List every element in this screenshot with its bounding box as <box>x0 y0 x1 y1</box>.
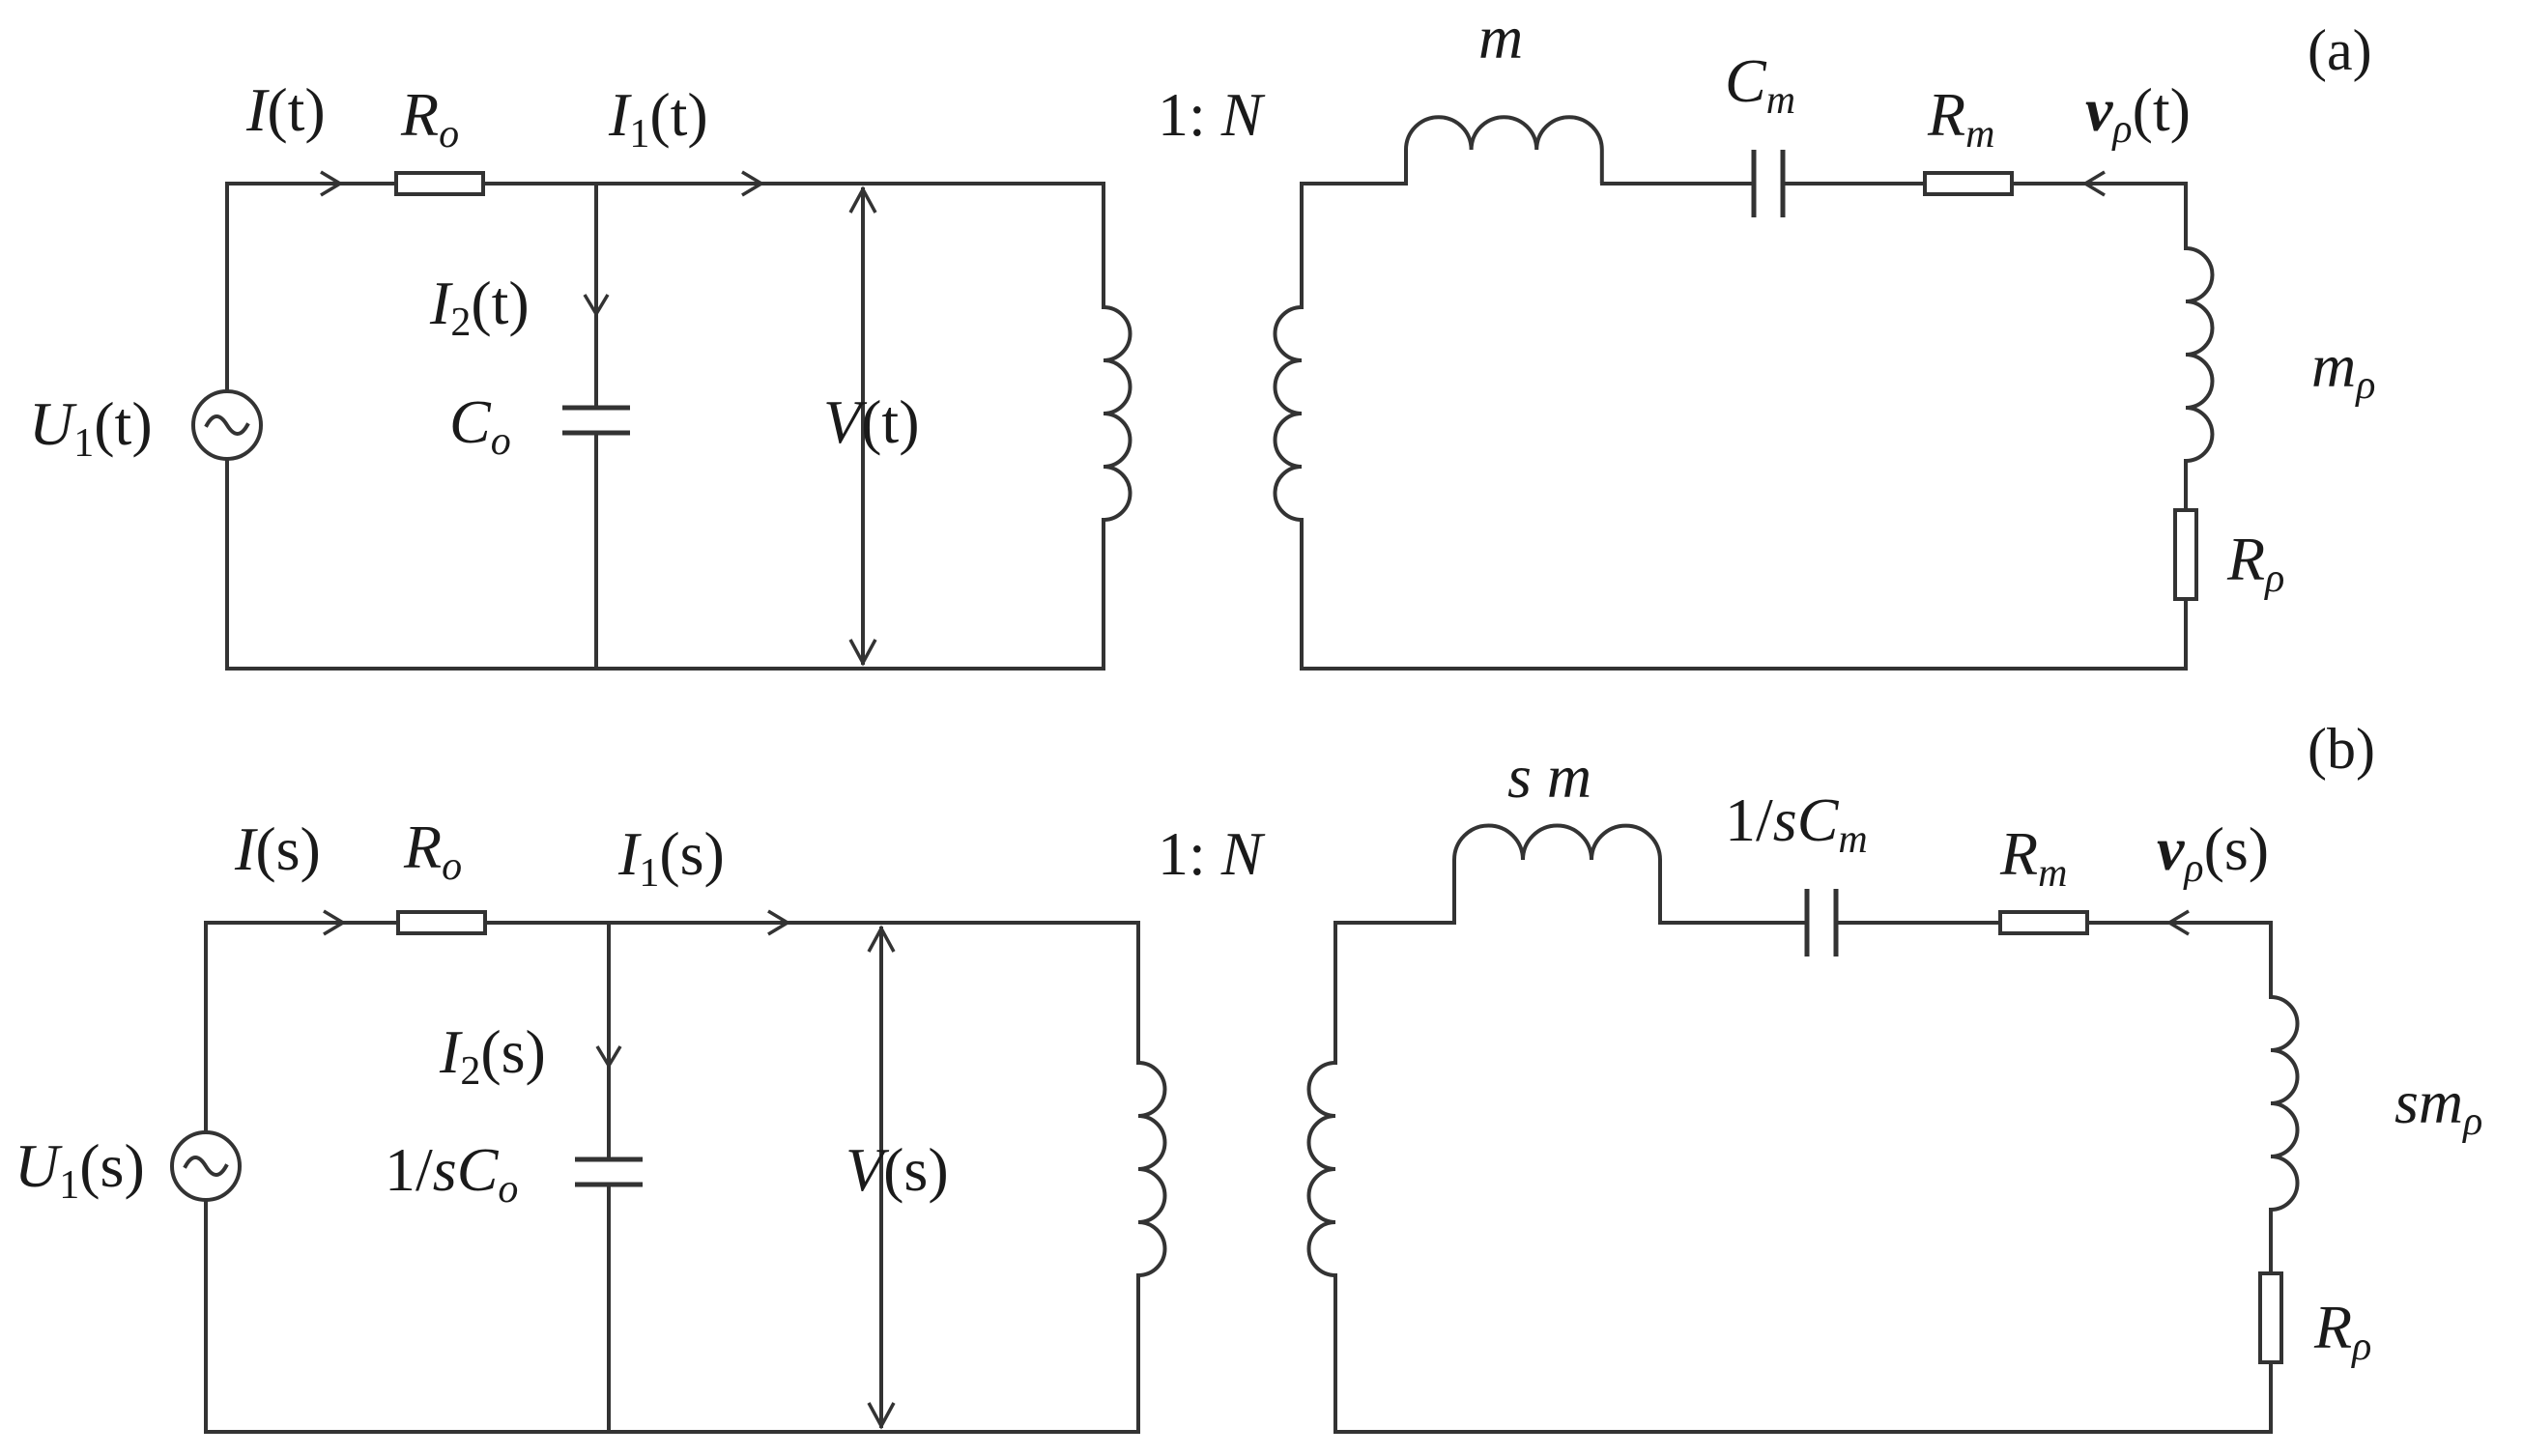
a-label-m: m <box>1478 3 1523 71</box>
a-label-i1: I1(t) <box>608 80 708 157</box>
a-label-cm: Cm <box>1725 46 1795 123</box>
b-inductor-sm-rho <box>2270 995 2300 1212</box>
a-transformer-primary-coil <box>1103 305 1132 522</box>
b-wire-bottom-primary <box>204 1273 1140 1434</box>
b-label-ro: Ro <box>403 813 462 889</box>
b-voltage-arrow-head-bottom <box>867 1402 896 1430</box>
b-label-sm-rho: smρ <box>2394 1068 2482 1144</box>
a-label-i2: I2(t) <box>429 269 530 345</box>
b-wire-top-primary <box>204 921 1140 1065</box>
a-label-r-rho: Rρ <box>2226 525 2284 601</box>
b-label-source-current: I(s) <box>234 814 321 883</box>
a-panel-tag: (a) <box>2308 18 2372 82</box>
b-inductor-sm <box>1452 823 1662 923</box>
b-wire-secondary-top <box>1658 921 2273 999</box>
b-label-v-rho: vρ(s) <box>2157 814 2269 891</box>
b-label-cm: 1/sCm <box>1725 785 1868 862</box>
b-arrow-v-rho <box>2165 909 2190 936</box>
a-inductor-m <box>1404 115 1604 184</box>
b-label-r-rho: Rρ <box>2313 1293 2371 1369</box>
a-label-co: Co <box>449 387 511 464</box>
b-label-co: 1/sCo <box>385 1135 518 1212</box>
a-label-m-rho: mρ <box>2311 331 2375 408</box>
b-resistor-r-rho <box>2258 1271 2283 1364</box>
a-voltage-arrow-head-top <box>848 186 877 214</box>
a-label-source-current: I(t) <box>245 75 326 144</box>
a-transformer-secondary-coil <box>1273 305 1303 522</box>
a-arrow-v-rho <box>2081 170 2106 197</box>
a-wire-secondary-left <box>1300 182 2188 671</box>
b-transformer-primary-coil <box>1137 1061 1167 1277</box>
b-label-u1: U1(s) <box>14 1131 145 1208</box>
b-resistor-rm <box>1998 910 2089 935</box>
b-label-ratio: 1: N <box>1158 819 1266 888</box>
b-voltage-arrow-head-top <box>867 925 896 953</box>
a-arrow-i1 <box>741 170 765 197</box>
a-arrow-i <box>320 170 344 197</box>
a-arrow-i2 <box>583 294 610 318</box>
a-wire-top-primary <box>225 182 1105 309</box>
a-voltage-arrow-head-bottom <box>848 639 877 667</box>
a-label-u1: U1(t) <box>29 389 153 466</box>
b-arrow-i2 <box>595 1045 622 1070</box>
b-resistor-ro <box>396 910 487 935</box>
b-wire-secondary-left <box>1333 921 2273 1434</box>
b-arrow-i <box>323 909 347 936</box>
b-label-i2: I2(s) <box>439 1017 546 1094</box>
b-label-rm: Rm <box>1999 819 2067 896</box>
a-label-v: V(t) <box>823 387 920 456</box>
b-label-i1: I1(s) <box>617 819 725 896</box>
panel-a: (a) I(t) Ro I1(t) 1: N m Cm Rm vρ(t) I2(… <box>29 3 2375 671</box>
a-inductor-m-rho <box>2185 246 2215 463</box>
b-label-sm: s m <box>1507 742 1591 811</box>
a-label-rm: Rm <box>1927 80 1994 157</box>
b-panel-tag: (b) <box>2308 717 2375 781</box>
a-label-v-rho: vρ(t) <box>2085 75 2191 152</box>
a-resistor-rm <box>1923 171 2014 196</box>
panel-b: (b) I(s) Ro I1(s) 1: N s m 1/sCm Rm vρ(s… <box>14 717 2482 1434</box>
a-label-ratio: 1: N <box>1158 80 1266 149</box>
a-resistor-ro <box>394 171 485 196</box>
a-wire-secondary-top <box>1600 182 2188 250</box>
b-ac-source-wave <box>183 1156 229 1177</box>
b-label-v: V(s) <box>846 1135 949 1204</box>
b-transformer-secondary-coil <box>1306 1061 1336 1277</box>
a-wire-bottom-primary <box>225 518 1105 671</box>
b-arrow-i1 <box>767 909 791 936</box>
a-ac-source-wave <box>204 414 250 436</box>
a-resistor-r-rho <box>2173 508 2198 601</box>
a-label-ro: Ro <box>400 80 459 157</box>
